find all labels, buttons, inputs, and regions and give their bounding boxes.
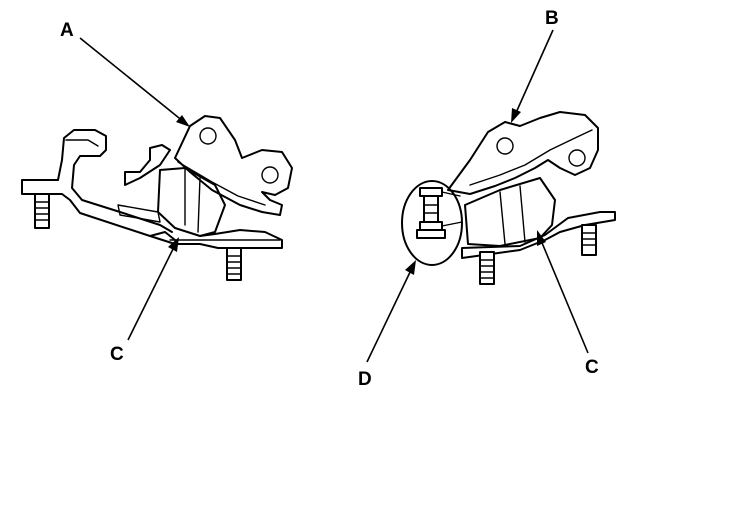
left-base-plate xyxy=(149,229,283,249)
leader-c-left xyxy=(127,237,179,341)
right-base-bolt xyxy=(479,251,495,285)
left-top-bracket-a xyxy=(174,115,293,216)
right-plate-bolt xyxy=(581,224,597,256)
leader-b xyxy=(511,29,554,123)
detail-circle-d xyxy=(401,180,463,266)
callout-c-left: C xyxy=(110,344,124,365)
right-mount-assembly xyxy=(401,111,616,285)
leader-c-right xyxy=(537,230,589,354)
left-base-bolt xyxy=(226,247,242,281)
stopper-detail xyxy=(416,187,463,239)
right-top-bracket-b xyxy=(447,111,599,195)
callout-d: D xyxy=(358,369,372,390)
callout-c-right: C xyxy=(585,357,599,378)
left-rubber-body xyxy=(157,167,226,237)
callout-b: B xyxy=(545,8,559,29)
left-frame-bracket xyxy=(21,129,176,241)
left-bracket-bolt xyxy=(34,193,50,229)
left-mount-assembly xyxy=(21,115,293,281)
right-rubber-body xyxy=(464,177,556,247)
leader-a xyxy=(79,37,190,127)
right-base-plate xyxy=(461,211,616,259)
leader-d xyxy=(366,260,416,363)
callout-a: A xyxy=(60,20,74,41)
